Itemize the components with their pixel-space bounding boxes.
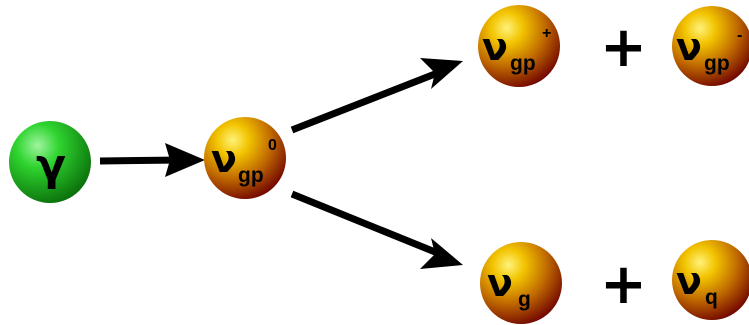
photon-node: γ <box>9 121 91 203</box>
arrow-parent-to-upper <box>290 58 463 134</box>
upper-left-superscript: + <box>542 25 551 42</box>
upper-right-node: ν gp - <box>672 6 749 86</box>
upper-right-subscript: gp <box>704 52 730 75</box>
upper-left-subscript: gp <box>510 52 536 75</box>
upper-left-symbol: ν <box>482 25 508 69</box>
lower-right-symbol: ν <box>676 259 702 303</box>
lower-right-node: ν q <box>672 240 749 320</box>
upper-right-symbol: ν <box>676 25 702 69</box>
plus-top: + <box>600 15 647 80</box>
lower-left-symbol: ν <box>487 261 513 305</box>
parent-superscript: 0 <box>268 137 277 154</box>
lower-right-subscript: q <box>705 286 718 309</box>
parent-symbol: ν <box>211 137 237 181</box>
arrow-parent-to-lower <box>290 190 463 269</box>
photon-symbol: γ <box>36 140 66 191</box>
plus-bottom: + <box>600 252 647 317</box>
upper-right-superscript: - <box>737 27 742 44</box>
parent-node: ν gp 0 <box>204 117 286 199</box>
parent-subscript: gp <box>238 164 264 187</box>
lower-left-subscript: g <box>518 288 531 311</box>
lower-left-node: ν g <box>480 242 562 324</box>
upper-left-node: ν gp + <box>478 5 560 87</box>
arrow-photon-to-parent <box>99 143 205 177</box>
